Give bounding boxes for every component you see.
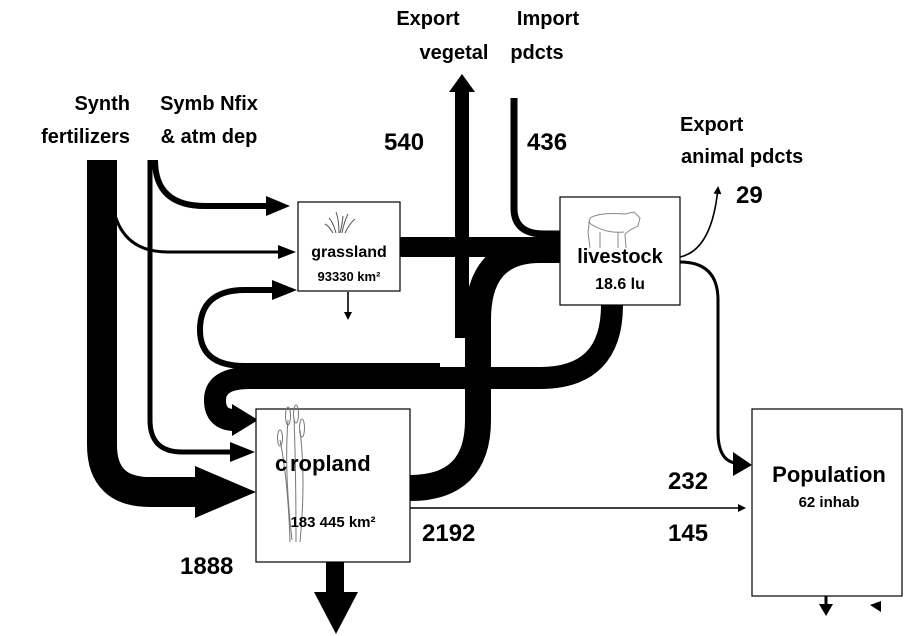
export-vegetal-value: 540 — [384, 129, 424, 156]
export-animal-label-line1: Export — [680, 114, 744, 136]
livestock-to-cropland-flow — [215, 305, 612, 420]
import-value: 436 — [527, 129, 567, 156]
synth-label-line1: Synth — [74, 93, 130, 115]
cropland-letter-glyph: c — [275, 451, 287, 476]
cropland-loss-shaft — [326, 562, 344, 594]
export-vegetal-label-line2: vegetal — [420, 42, 489, 64]
cropland-to-grassland-loop — [200, 290, 440, 366]
population-loss-arrowhead — [819, 604, 833, 616]
livestock-to-population-flow — [680, 262, 735, 463]
population-name: Population — [772, 462, 886, 487]
cropland-loss-arrowhead — [314, 592, 358, 634]
livestock-units: 18.6 lu — [595, 276, 645, 293]
grassland-area: 93330 km² — [318, 269, 382, 284]
symb-label-line2: & atm dep — [161, 126, 258, 148]
export-animal-flow — [680, 188, 718, 257]
cropland-to-livestock-value: 2192 — [422, 520, 475, 547]
symb-label-line1: Symb Nfix — [160, 93, 258, 115]
stray-triangle-mark — [870, 601, 881, 612]
loop-to-grassland-arrowhead — [272, 280, 297, 300]
cropland-to-population-value: 145 — [668, 520, 708, 547]
import-flow — [514, 98, 560, 234]
cropland-name: ropland — [290, 451, 371, 476]
nfix-to-cropland-arrowhead — [230, 442, 255, 462]
cropland-area: 183 445 km² — [290, 514, 375, 531]
livestock-to-cropland-arrowhead — [232, 404, 258, 436]
synth-fertilizers-value: 1888 — [180, 553, 233, 580]
grassland-name: grassland — [311, 244, 387, 261]
nfix-to-grassland-arrowhead — [266, 196, 290, 216]
export-animal-label-line2: animal pdcts — [681, 146, 803, 168]
population-inhab: 62 inhab — [799, 494, 860, 511]
export-vegetal-label-line1: Export — [396, 8, 460, 30]
livestock-to-population-arrowhead — [733, 452, 752, 476]
synth-label-line2: fertilizers — [41, 126, 130, 148]
synth-to-grassland-arrowhead — [278, 245, 296, 259]
import-label-line2: pdcts — [510, 42, 563, 64]
livestock-to-population-value: 232 — [668, 468, 708, 495]
export-animal-value: 29 — [736, 182, 763, 209]
import-label-line1: Import — [517, 8, 580, 30]
cropland-box — [256, 409, 410, 562]
synth-fertilizer-arrowhead — [195, 466, 256, 518]
nfix-to-grassland-flow — [155, 160, 270, 206]
export-vegetal-arrowhead — [449, 74, 475, 92]
livestock-name: livestock — [577, 246, 663, 268]
